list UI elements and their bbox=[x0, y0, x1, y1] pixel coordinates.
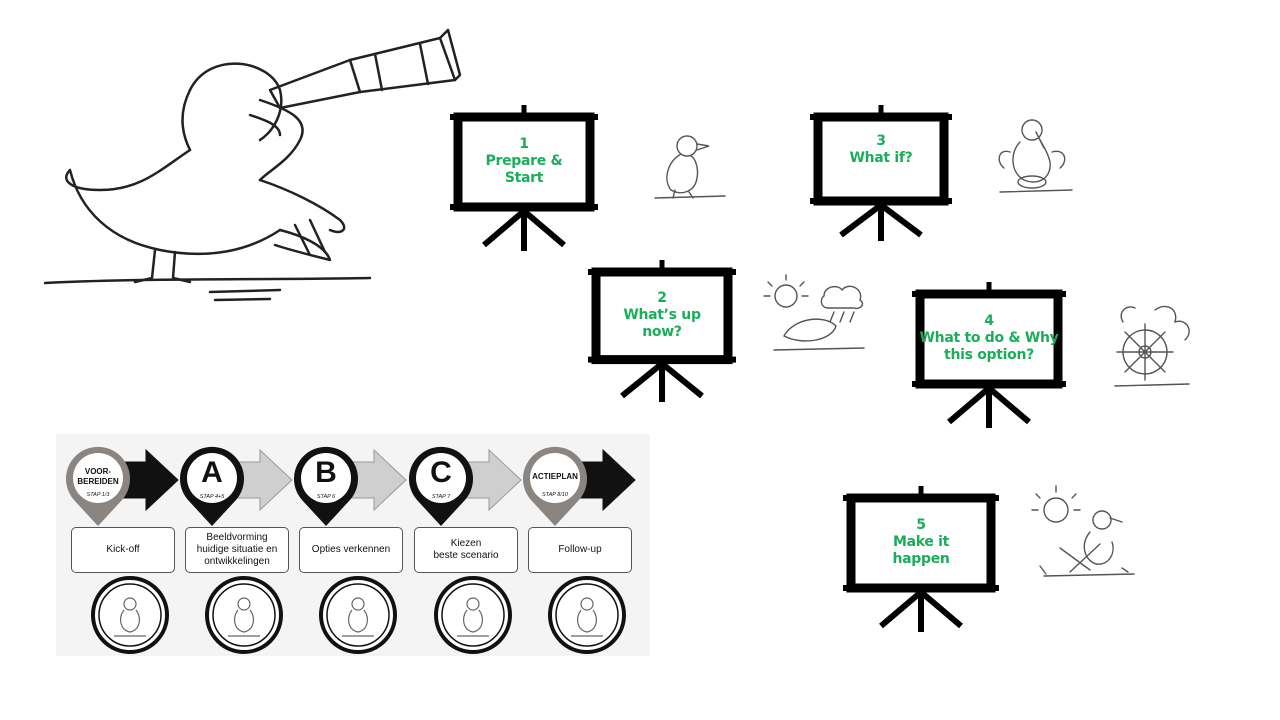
board-1-number: 1 bbox=[519, 136, 529, 152]
board-5-line2: happen bbox=[892, 551, 950, 567]
pin-marker-3 bbox=[294, 446, 358, 526]
step-box-5: Follow-up bbox=[528, 527, 632, 573]
pin-label-5: ACTIEPLAN bbox=[532, 472, 578, 481]
step-box-3: Opties verkennen bbox=[299, 527, 403, 573]
pin-label-1: VOOR- BEREIDEN bbox=[77, 467, 119, 486]
seagull-thinking-icon bbox=[998, 119, 1073, 193]
seagull-beach-chair-icon bbox=[1031, 485, 1135, 577]
step-label-5: Follow-up bbox=[558, 544, 602, 555]
seagull-weather-icon bbox=[763, 274, 865, 351]
board-4-line2: this option? bbox=[944, 347, 1034, 363]
board-5-number: 5 bbox=[916, 517, 926, 533]
seagull-telescope-illustration bbox=[43, 28, 462, 302]
step-label-3: Opties verkennen bbox=[311, 544, 391, 555]
pin-step-5: STAP 8/10 bbox=[542, 492, 568, 498]
pin-marker-2 bbox=[180, 446, 244, 526]
board-2-line2: now? bbox=[642, 323, 682, 340]
pin-step-1: STAP 1/3 bbox=[86, 492, 110, 498]
step-box-2: Beeldvorming huidige situatie en ontwikk… bbox=[185, 527, 289, 573]
pin-marker-4 bbox=[409, 446, 473, 526]
board-2-line1: What’s up bbox=[623, 306, 701, 323]
pin-label-2: A bbox=[201, 456, 223, 489]
seagull-helm-icon bbox=[1114, 305, 1190, 387]
board-1-line1: Prepare & bbox=[485, 153, 563, 169]
pin-marker-5 bbox=[523, 446, 587, 526]
pin-step-4: STAP 7 bbox=[431, 494, 451, 500]
step-box-1: Kick-off bbox=[71, 527, 175, 573]
step-label-1: Kick-off bbox=[106, 544, 140, 555]
pin-step-2: STAP 4+5 bbox=[199, 494, 225, 500]
pin-label-4: C bbox=[430, 456, 452, 489]
step-illustration-3 bbox=[319, 576, 397, 654]
step-illustration-2 bbox=[205, 576, 283, 654]
pin-label-3: B bbox=[315, 456, 337, 489]
board-4-line1: What to do & Why bbox=[919, 330, 1059, 346]
board-2-number: 2 bbox=[657, 289, 667, 306]
step-box-4: Kiezen beste scenario bbox=[414, 527, 518, 573]
board-3-line1: What if? bbox=[849, 150, 913, 166]
pin-step-3: STAP 6 bbox=[316, 494, 336, 500]
step-illustration-5 bbox=[548, 576, 626, 654]
pin-marker-1 bbox=[66, 446, 130, 526]
board-1-line2: Start bbox=[504, 170, 544, 186]
board-3-number: 3 bbox=[876, 133, 886, 149]
step-illustration-1 bbox=[91, 576, 169, 654]
step-label-2: Beeldvorming huidige situatie en ontwikk… bbox=[196, 532, 278, 567]
step-label-4: Kiezen beste scenario bbox=[433, 538, 499, 561]
board-5-line1: Make it bbox=[892, 534, 950, 550]
seagull-walking-icon bbox=[654, 135, 726, 199]
board-4-number: 4 bbox=[984, 313, 994, 329]
step-illustration-4 bbox=[434, 576, 512, 654]
